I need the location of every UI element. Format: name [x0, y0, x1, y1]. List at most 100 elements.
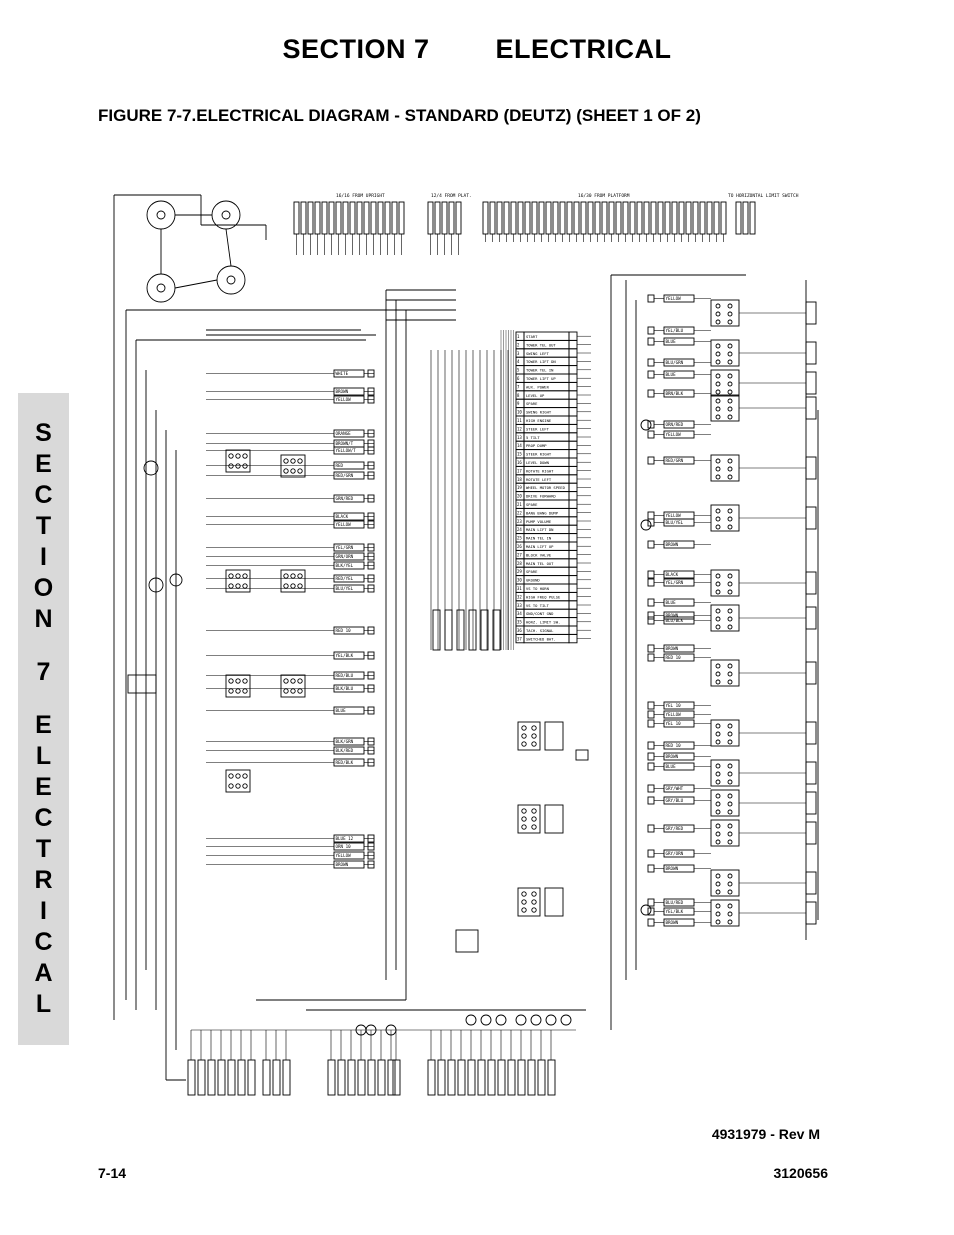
- wire-terminal: [367, 446, 375, 455]
- wire-terminal: [647, 358, 655, 367]
- pin-dot: [715, 911, 721, 917]
- wire-terminal: [367, 758, 375, 767]
- pin-dot: [531, 824, 537, 830]
- connector: [560, 1014, 572, 1026]
- pin-dot: [715, 311, 721, 317]
- pin: [367, 1059, 376, 1096]
- pin: [347, 1059, 356, 1096]
- pin-dot: [727, 671, 733, 677]
- relay-block: [710, 604, 740, 632]
- wire-label: GRY/ORN: [666, 851, 684, 856]
- gauge-center: [156, 283, 166, 293]
- pin-dot: [727, 373, 733, 379]
- relay-block: [710, 339, 740, 367]
- side-tab-letter: C: [34, 928, 53, 956]
- wire-label: 18: [517, 477, 522, 482]
- pin: [594, 201, 601, 235]
- wire-label: 19: [517, 485, 522, 490]
- wire-label: 14: [517, 443, 522, 448]
- wire-label: ORN/RED: [666, 422, 684, 427]
- wire-label: BLK/BLU: [336, 686, 354, 691]
- pin-dot: [242, 573, 248, 579]
- pin: [527, 1059, 536, 1096]
- wire-label: YEL/BLK: [336, 653, 354, 658]
- pin-dot: [715, 779, 721, 785]
- terminal-number: [568, 415, 578, 425]
- pin: [384, 201, 391, 235]
- horn-icon: [143, 460, 159, 476]
- terminal-number: [568, 533, 578, 543]
- wire-label: GRN/RED: [336, 496, 354, 501]
- pin: [552, 201, 559, 235]
- pin-dot: [727, 389, 733, 395]
- wire-terminal: [647, 701, 655, 710]
- wire-label: GRY/RED: [666, 826, 684, 831]
- wire-label: BLUE 12: [336, 836, 354, 841]
- pin: [547, 1059, 556, 1096]
- pin: [671, 201, 678, 235]
- terminal-number: [568, 541, 578, 551]
- wire-label: 5: [517, 368, 520, 373]
- wire-terminal: [647, 370, 655, 379]
- wire-label: YELLOW: [336, 397, 352, 402]
- pin: [489, 201, 496, 235]
- pin: [580, 201, 587, 235]
- pin-dot: [715, 771, 721, 777]
- pin-dot: [297, 573, 303, 579]
- side-tab-letter: I: [40, 897, 47, 925]
- pin-dot: [727, 839, 733, 845]
- terminal-number: [568, 407, 578, 417]
- wire-label: BROWN: [666, 542, 679, 547]
- pin: [537, 1059, 546, 1096]
- relay-block: [710, 299, 740, 327]
- pin-dot: [715, 516, 721, 522]
- wire-terminal: [647, 578, 655, 587]
- switch-icon: [169, 573, 183, 587]
- pin: [699, 201, 706, 235]
- pin-dot: [290, 688, 296, 694]
- pin-dot: [521, 899, 527, 905]
- pin: [207, 1059, 216, 1096]
- pin-dot: [521, 816, 527, 822]
- wire-terminal: [647, 653, 655, 662]
- relay-block: [710, 454, 740, 482]
- pin-dot: [715, 723, 721, 729]
- relay-block: [710, 819, 740, 847]
- pin-dot: [715, 589, 721, 595]
- wire-label: RED/BLU: [336, 673, 354, 678]
- wire-label: 37: [517, 636, 522, 641]
- relay-label: [805, 761, 817, 785]
- pin: [187, 1059, 196, 1096]
- wire-label: LEVEL DOWN: [526, 460, 550, 465]
- pin: [457, 1059, 466, 1096]
- pin-dot: [715, 398, 721, 404]
- wire-label: YEL/BLU: [666, 328, 684, 333]
- pin-dot: [521, 741, 527, 747]
- pin-dot: [727, 903, 733, 909]
- pin-dot: [727, 831, 733, 837]
- pin-dot: [235, 773, 241, 779]
- pin: [272, 1059, 281, 1096]
- pin-dot: [235, 678, 241, 684]
- pin-dot: [727, 763, 733, 769]
- wire-label: RED/GRN: [336, 473, 354, 478]
- pin: [349, 201, 356, 235]
- pin-dot: [715, 359, 721, 365]
- pin-dot: [715, 389, 721, 395]
- pin-dot: [727, 679, 733, 685]
- wire-label: BROWN/T: [336, 441, 354, 446]
- connector: [640, 419, 652, 431]
- wire-label: MAIN TEL OUT: [526, 561, 554, 566]
- pin-dot: [715, 381, 721, 387]
- pin-dot: [727, 398, 733, 404]
- wire-label: GROUND: [526, 578, 540, 583]
- pin-dot: [727, 873, 733, 879]
- pin-dot: [715, 739, 721, 745]
- wire-label: YELLOW: [666, 296, 682, 301]
- wire-terminal: [367, 860, 375, 869]
- pin: [398, 201, 405, 235]
- pin: [713, 201, 720, 235]
- wire-label: AUX. POWER: [526, 384, 550, 389]
- pin: [636, 201, 643, 235]
- pin: [357, 1059, 366, 1096]
